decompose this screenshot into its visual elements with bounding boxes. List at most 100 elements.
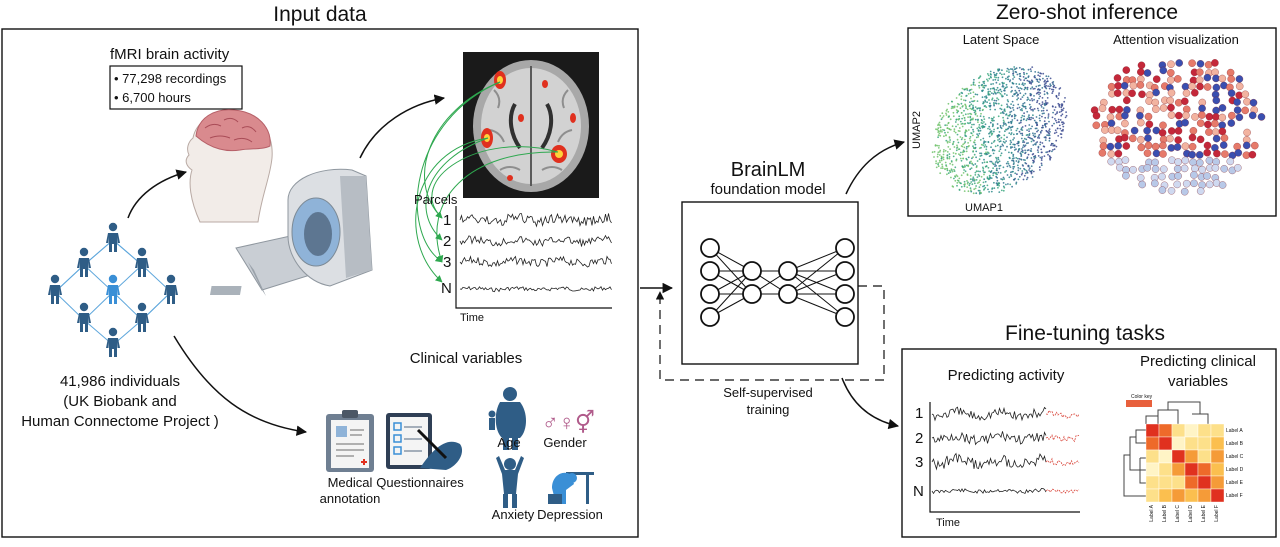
umap-point [998, 165, 1001, 167]
umap-point [1043, 80, 1046, 83]
umap-point [955, 125, 957, 128]
umap-point [1002, 85, 1005, 88]
attention-dot [1129, 134, 1137, 143]
umap-point [1063, 122, 1065, 125]
umap-point [961, 92, 964, 95]
heatmap-cell [1197, 488, 1212, 503]
attention-dot [1107, 150, 1116, 158]
depression-icon [548, 472, 594, 504]
umap-point [1029, 107, 1031, 110]
umap-point [948, 137, 951, 139]
attention-dot [1248, 150, 1257, 159]
attention-dot [1108, 105, 1116, 114]
umap-point [1006, 145, 1008, 148]
umap-point [972, 128, 974, 131]
model-subtitle: foundation model [710, 181, 825, 198]
umap-point [986, 176, 989, 179]
umap-point [937, 163, 939, 166]
umap-point [975, 150, 978, 153]
umap-point [1019, 87, 1022, 89]
umap-point [1022, 118, 1025, 121]
umap-point [946, 124, 948, 127]
umap-point [1007, 183, 1009, 185]
umap-point [964, 113, 967, 116]
heatmap-cell [1158, 488, 1173, 503]
umap-point [993, 187, 996, 190]
parcel-axes [455, 206, 612, 309]
umap-point [1040, 72, 1042, 75]
umap-point [944, 131, 946, 134]
parcel-signal-3 [459, 255, 612, 268]
umap-point [1032, 144, 1035, 146]
umap-point [989, 90, 991, 93]
medical-annotation-icon [326, 410, 374, 472]
umap-point [1013, 146, 1016, 149]
attention-dot [1212, 106, 1220, 115]
umap-point [1057, 102, 1060, 105]
umap-point [1031, 98, 1033, 100]
parcel-signal-n [459, 285, 612, 293]
umap-point [939, 134, 942, 137]
umap-point [1005, 77, 1007, 80]
umap-point [993, 99, 996, 102]
umap-point [1012, 104, 1015, 107]
umap-point [956, 179, 959, 182]
umap-point [1058, 105, 1061, 108]
umap-point [1014, 70, 1017, 73]
umap-point [973, 153, 976, 156]
umap-point [1036, 124, 1039, 126]
umap-point [1051, 92, 1054, 94]
attention-dot [1167, 127, 1176, 135]
umap-point [974, 112, 977, 115]
umap-point [1029, 99, 1031, 102]
umap-point [1003, 134, 1006, 137]
umap-point [1023, 112, 1025, 115]
umap-point [977, 170, 980, 173]
umap-point [1040, 159, 1043, 162]
umap-point [937, 165, 940, 168]
umap-point [939, 161, 941, 164]
umap-point [961, 125, 964, 128]
umap-point [983, 152, 986, 155]
umap-point [1031, 153, 1034, 156]
umap-point [998, 83, 1001, 85]
umap-point [997, 89, 1000, 92]
umap-point [1058, 88, 1061, 90]
attention-dot [1228, 111, 1236, 120]
umap-point [963, 99, 965, 101]
umap-point [983, 161, 986, 164]
umap-point [1055, 131, 1058, 134]
umap-point [993, 73, 996, 76]
attention-dot [1130, 126, 1139, 135]
umap-point [1009, 143, 1012, 146]
umap-point [957, 118, 960, 121]
attention-dot [1151, 158, 1159, 167]
umap-point [1033, 119, 1036, 122]
umap-point [990, 146, 992, 149]
umap-point [948, 153, 951, 156]
training-label-2: training [747, 402, 790, 417]
umap-point [988, 125, 991, 128]
umap-point [969, 136, 972, 138]
attention-dot [1114, 82, 1122, 90]
umap-point [961, 117, 963, 120]
umap-point [961, 87, 964, 90]
attention-dot [1137, 68, 1145, 76]
umap-point [1022, 105, 1025, 108]
umap-point [1051, 124, 1054, 127]
umap-point [1026, 86, 1029, 89]
umap-point [963, 180, 966, 183]
umap-point [1045, 75, 1048, 78]
umap-point [933, 156, 935, 158]
umap-point [978, 84, 980, 87]
umap-point [1003, 73, 1006, 75]
parcel-id-2: 2 [443, 233, 451, 250]
nn-node [742, 261, 762, 281]
umap-point [969, 92, 972, 94]
umap-point [983, 146, 986, 148]
umap-point [945, 165, 948, 168]
attention-dot [1098, 104, 1107, 113]
umap-point [1028, 169, 1030, 171]
umap-point [1036, 107, 1039, 110]
umap-point [1032, 159, 1034, 162]
